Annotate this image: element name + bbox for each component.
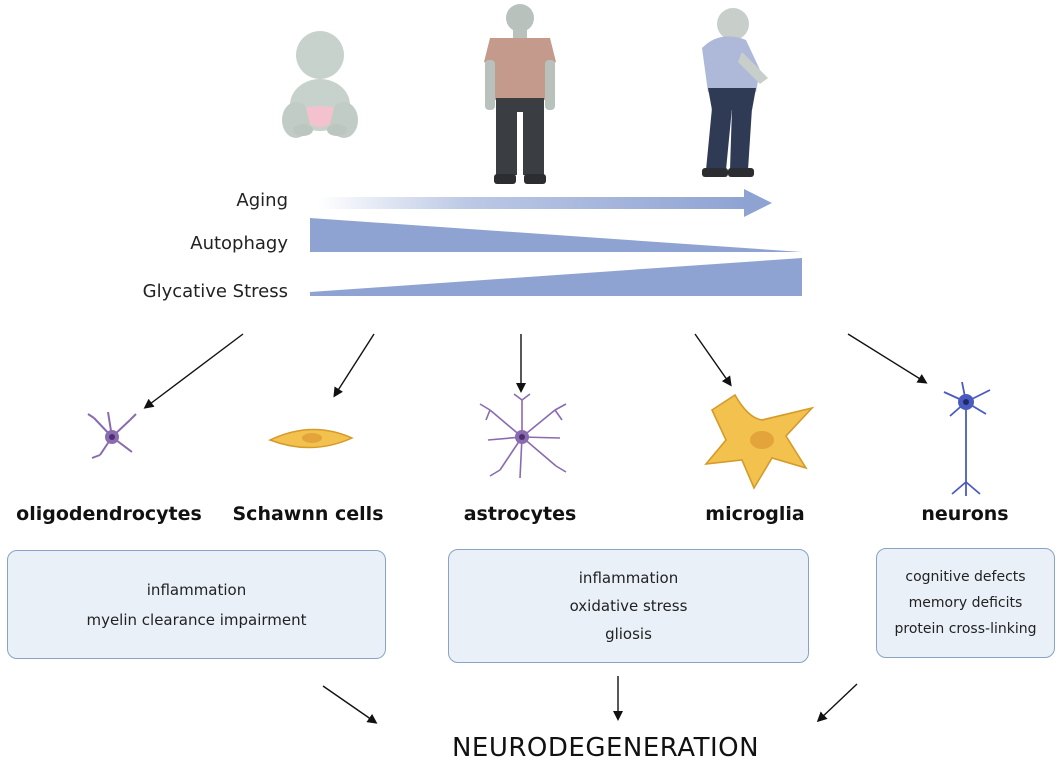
autophagy-wedge <box>310 218 802 252</box>
autophagy-label: Autophagy <box>190 233 288 254</box>
arrow-left-to-outcome <box>322 685 378 724</box>
effect-item: inflammation <box>146 580 247 599</box>
effect-item: cognitive defects <box>905 569 1026 585</box>
effect-item: myelin clearance impairment <box>86 610 307 629</box>
glycative-stress-wedge <box>310 258 802 296</box>
neuron-effects-box: cognitive defects memory deficits protei… <box>876 548 1055 658</box>
schwann-cell-icon <box>268 428 354 449</box>
effect-item: inflammation <box>578 569 679 587</box>
baby-icon <box>282 31 358 138</box>
neurodegeneration-title: NEURODEGENERATION <box>451 733 760 763</box>
adult-icon <box>484 4 556 184</box>
glial-effects-box-middle: inflammation oxidative stress gliosis <box>448 549 809 663</box>
neurons-label: neurons <box>921 503 1009 525</box>
oligodendrocyte-icon <box>87 411 137 459</box>
arrow-to-microglia <box>694 333 732 387</box>
elderly-icon <box>702 8 768 177</box>
arrow-right-to-outcome <box>816 683 858 723</box>
arrow-to-schwann-cells <box>333 333 375 398</box>
glial-effects-box-left: inflammation myelin clearance impairment <box>7 550 386 659</box>
effect-item: protein cross-linking <box>894 621 1037 637</box>
glycative-stress-label: Glycative Stress <box>142 281 288 302</box>
aging-label: Aging <box>236 190 288 211</box>
effect-item: gliosis <box>605 625 652 643</box>
arrow-to-oligodendrocytes <box>143 333 244 409</box>
neuron-icon <box>943 381 991 496</box>
schwann-cells-label: Schawnn cells <box>232 503 384 525</box>
aging-arrow <box>318 189 772 217</box>
astrocyte-icon <box>479 393 567 479</box>
microglia-icon <box>704 393 815 490</box>
oligodendrocytes-label: oligodendrocytes <box>16 503 202 525</box>
microglia-label: microglia <box>705 503 805 525</box>
effect-item: oxidative stress <box>569 597 688 615</box>
effect-item: memory deficits <box>908 595 1023 611</box>
arrow-to-neurons <box>847 333 928 384</box>
astrocytes-label: astrocytes <box>463 503 577 525</box>
